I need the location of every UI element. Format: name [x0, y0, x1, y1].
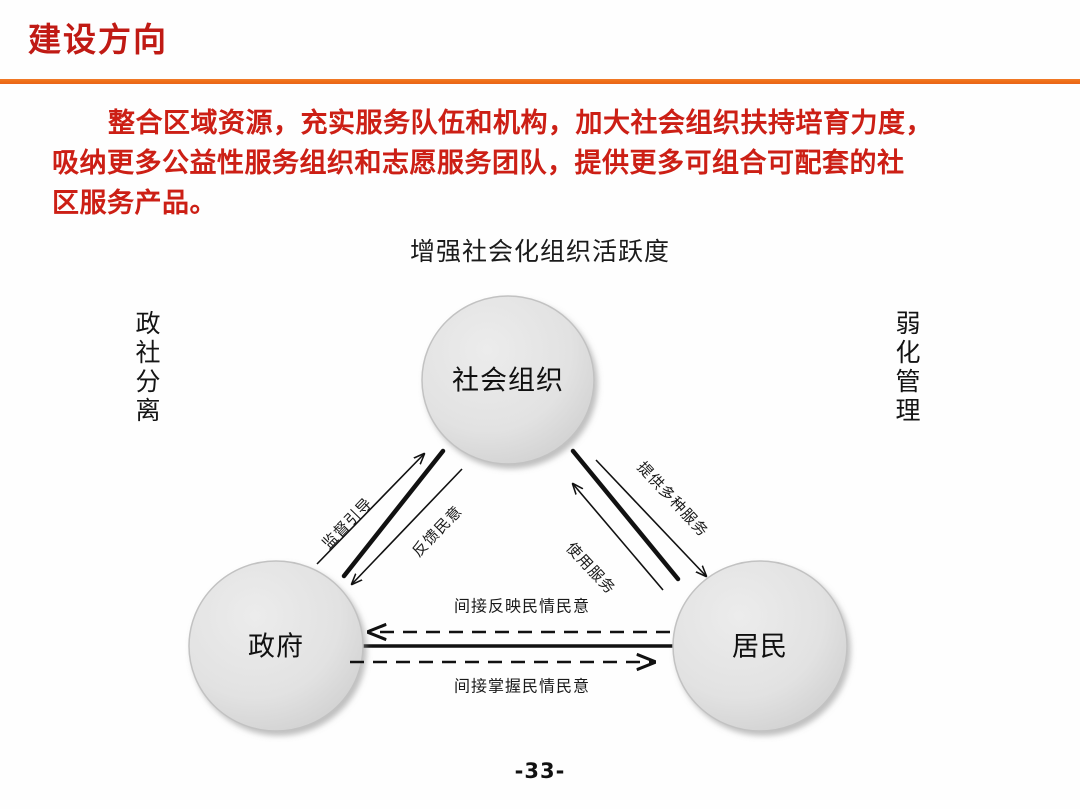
lead-line-3: 区服务产品。	[52, 188, 217, 219]
lead-line-1: 整合区域资源，充实服务队伍和机构，加大社会组织扶持培育力度，	[108, 108, 933, 139]
connector-backbones	[341, 448, 681, 648]
triad-relationship-diagram: 增强社会化组织活跃度 政社分离 弱化管理	[0, 232, 1080, 752]
node-circle-residents[interactable]	[672, 560, 848, 732]
diagram-canvas: 社会组织 政府 居民 监督引导 反馈民意 提供多种服务 使用服务	[188, 295, 848, 732]
node-circle-social-org[interactable]	[421, 295, 595, 465]
node-label-government: 政府	[248, 632, 304, 663]
edge-label-indirect-grasp: 间接掌握民情民意	[454, 677, 590, 696]
lead-line-2: 吸纳更多公益性服务组织和志愿服务团队，提供更多可组合可配套的社	[52, 148, 905, 179]
edge-label-feedback-opinion: 反馈民意	[409, 502, 466, 561]
node-residents[interactable]: 居民	[672, 560, 848, 732]
backbone-org-residents	[570, 448, 681, 582]
node-label-residents: 居民	[732, 632, 788, 663]
diagram-heading: 增强社会化组织活跃度	[409, 237, 670, 266]
node-label-social-org: 社会组织	[452, 366, 564, 397]
edge-arrow-provide-services	[595, 459, 706, 576]
page-number: -33-	[514, 759, 566, 783]
edge-label-use-services: 使用服务	[562, 539, 619, 598]
edge-label-indirect-reflect: 间接反映民情民意	[454, 597, 590, 616]
edge-label-provide-services: 提供多种服务	[633, 458, 712, 540]
edge-arrow-use-services	[573, 484, 664, 591]
side-label-right: 弱化管理	[892, 310, 921, 426]
backbone-org-government	[341, 448, 446, 579]
edge-indirect-grasp[interactable]: 间接掌握民情民意	[350, 662, 654, 696]
side-label-left: 政社分离	[132, 310, 161, 426]
node-government[interactable]: 政府	[188, 560, 364, 732]
edge-provide-services[interactable]: 提供多种服务	[595, 458, 712, 576]
edge-feedback-opinion[interactable]: 反馈民意	[352, 468, 466, 584]
edge-arrow-feedback-opinion	[352, 468, 463, 584]
page-title: 建设方向	[28, 20, 168, 59]
lead-paragraph: 整合区域资源，充实服务队伍和机构，加大社会组织扶持培育力度， 吸纳更多公益性服务…	[52, 104, 1037, 224]
node-circle-government[interactable]	[188, 560, 364, 732]
title-divider-rule	[0, 79, 1080, 84]
edge-arrow-supervise-guide	[316, 454, 424, 565]
edge-indirect-reflect[interactable]: 间接反映民情民意	[369, 597, 670, 633]
node-social-org[interactable]: 社会组织	[421, 295, 595, 465]
